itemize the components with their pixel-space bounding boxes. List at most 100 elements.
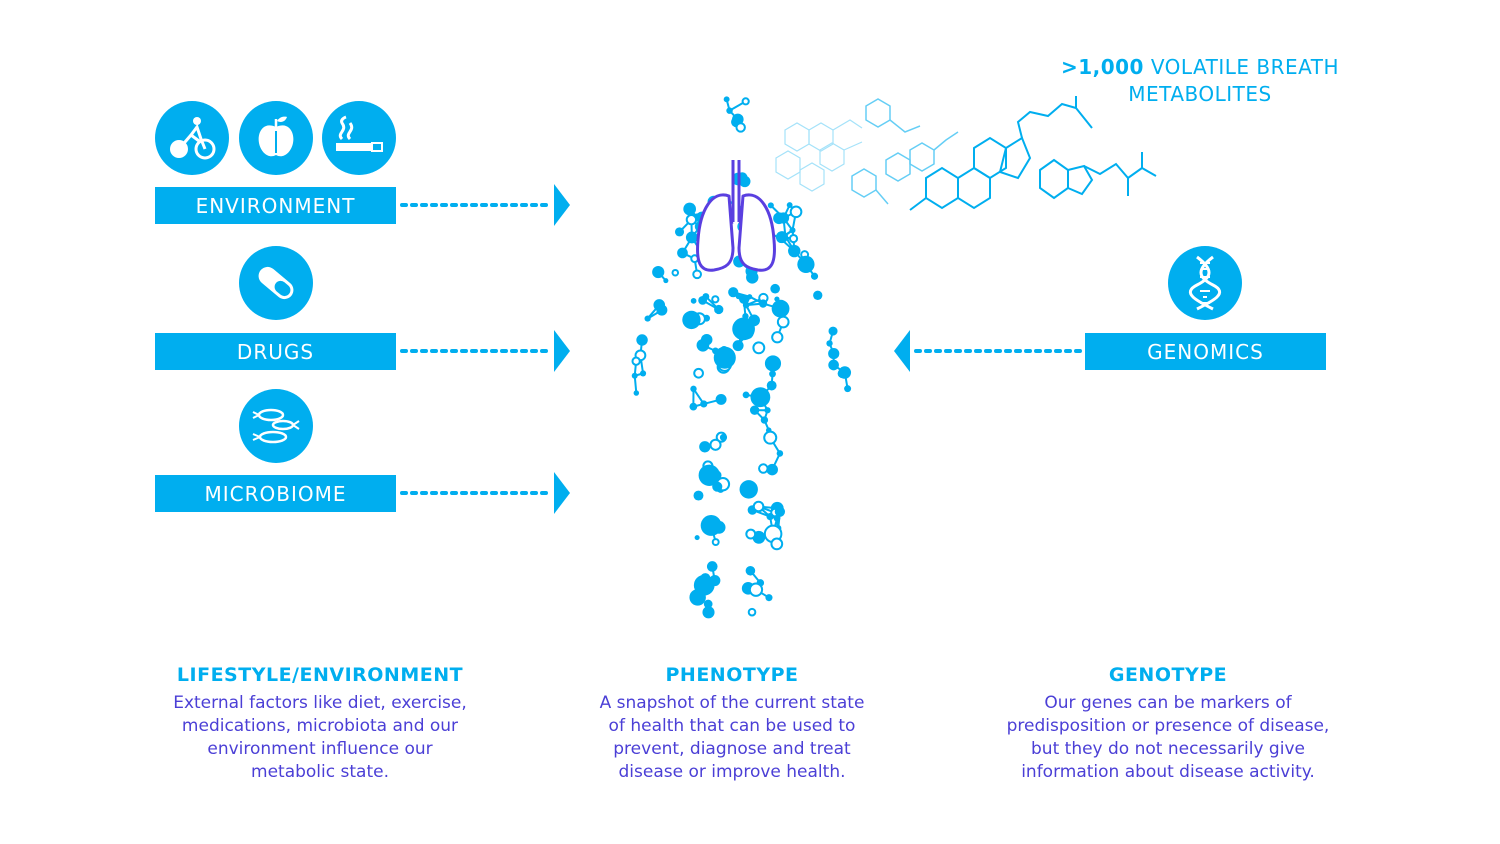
molecule-node xyxy=(693,574,715,596)
molecule-node xyxy=(656,304,668,316)
molecule-node xyxy=(698,295,708,305)
molecule-node xyxy=(706,561,718,572)
molecule-node xyxy=(766,463,778,476)
lungs-icon xyxy=(696,160,776,272)
molecule-node xyxy=(771,331,784,344)
molecule-node xyxy=(701,442,710,451)
arrow-drugs xyxy=(400,330,570,372)
molecule-node xyxy=(671,268,680,277)
molecule-node xyxy=(639,370,647,377)
genotype-title: GENOTYPE xyxy=(1108,664,1228,686)
lifestyle-title: LIFESTYLE/ENVIRONMENT xyxy=(176,664,464,686)
molecule-node xyxy=(776,315,790,329)
molecule-node xyxy=(711,295,720,304)
molecule-node xyxy=(758,463,769,474)
molecule-node xyxy=(767,202,774,209)
molecule-node xyxy=(765,594,773,602)
molecule-node xyxy=(633,390,640,396)
pill-icon xyxy=(258,266,294,300)
molecule-node xyxy=(663,278,669,284)
molecule-node xyxy=(745,528,757,540)
breath-label: VOLATILE BREATH METABOLITES xyxy=(1128,55,1340,106)
molecule-node xyxy=(789,205,803,219)
phenotype-description: A snapshot of the current state of healt… xyxy=(599,693,865,782)
molecule-node xyxy=(712,481,723,492)
molecule-node xyxy=(719,433,728,441)
molecule-node xyxy=(674,227,685,237)
molecule-node xyxy=(844,385,852,393)
molecule-node xyxy=(770,537,784,551)
bicycle-icon xyxy=(170,117,216,160)
environment-label: ENVIRONMENT xyxy=(155,187,396,224)
molecule-node xyxy=(826,340,833,347)
molecule-node xyxy=(690,385,697,393)
molecule-node xyxy=(644,315,651,322)
arrow-environment xyxy=(400,184,570,226)
molecule-node xyxy=(788,244,801,258)
molecule-node xyxy=(828,359,839,371)
molecule-node xyxy=(732,340,744,352)
molecule-node xyxy=(689,402,698,411)
molecule-node xyxy=(752,341,766,355)
molecule-node xyxy=(749,405,760,415)
molecule-node xyxy=(782,233,788,239)
breath-count: >1,000 xyxy=(1060,55,1144,79)
molecule-node xyxy=(742,301,750,309)
molecule-node xyxy=(713,346,736,369)
bicycle-circle xyxy=(155,101,229,175)
molecule-node xyxy=(636,334,648,346)
molecule-node xyxy=(769,370,776,378)
bacteria-circle xyxy=(239,389,313,463)
cigarette-icon xyxy=(336,115,383,152)
molecule-node xyxy=(776,450,784,457)
arrow-microbiome xyxy=(400,472,570,514)
molecule-node xyxy=(828,326,838,336)
body-figure xyxy=(631,96,852,619)
molecule-node xyxy=(764,407,771,414)
molecule-node xyxy=(683,202,697,216)
lifestyle-description: External factors like diet, exercise, me… xyxy=(173,693,467,782)
molecule-node xyxy=(631,356,641,366)
molecule-node xyxy=(752,500,765,513)
molecule-node xyxy=(745,565,756,576)
phenotype-title: PHENOTYPE xyxy=(665,664,799,686)
molecule-node xyxy=(715,393,727,405)
molecule-node xyxy=(739,480,758,499)
molecule-node xyxy=(723,96,730,103)
molecule-node xyxy=(694,535,700,541)
microbiome-label: MICROBIOME xyxy=(155,475,396,512)
molecule-node xyxy=(828,348,840,360)
molecule-node xyxy=(770,283,780,294)
molecule-node xyxy=(698,464,720,486)
molecule-node xyxy=(771,299,790,318)
cigarette-circle xyxy=(322,101,396,175)
molecule-node xyxy=(728,287,739,298)
molecule-node xyxy=(692,269,702,280)
molecule-node xyxy=(700,515,722,536)
breath-metabolites-heading: >1,000 VOLATILE BREATH METABOLITES xyxy=(1060,54,1340,108)
molecule-node xyxy=(703,599,713,609)
molecule-node xyxy=(747,294,753,300)
dna-icon xyxy=(1189,255,1221,311)
molecule-node xyxy=(788,233,799,244)
molecule-node xyxy=(760,416,769,424)
molecule-node xyxy=(763,430,778,445)
molecule-node xyxy=(693,490,704,501)
apple-icon xyxy=(258,116,294,157)
pill-circle xyxy=(239,246,313,320)
molecule-node xyxy=(739,294,749,304)
molecule-node xyxy=(631,372,638,379)
drugs-label: DRUGS xyxy=(155,333,396,370)
molecule-node xyxy=(758,299,768,308)
molecule-node xyxy=(789,227,796,234)
molecule-node xyxy=(685,231,698,244)
molecule-node xyxy=(702,606,715,619)
genotype-description: Our genes can be markers of predispositi… xyxy=(1006,693,1330,782)
molecule-node xyxy=(766,512,774,521)
molecule-node xyxy=(750,387,771,408)
molecule-node xyxy=(764,355,782,372)
molecule-node xyxy=(652,265,665,279)
molecule-node xyxy=(700,333,713,346)
molecule-node xyxy=(766,380,777,391)
